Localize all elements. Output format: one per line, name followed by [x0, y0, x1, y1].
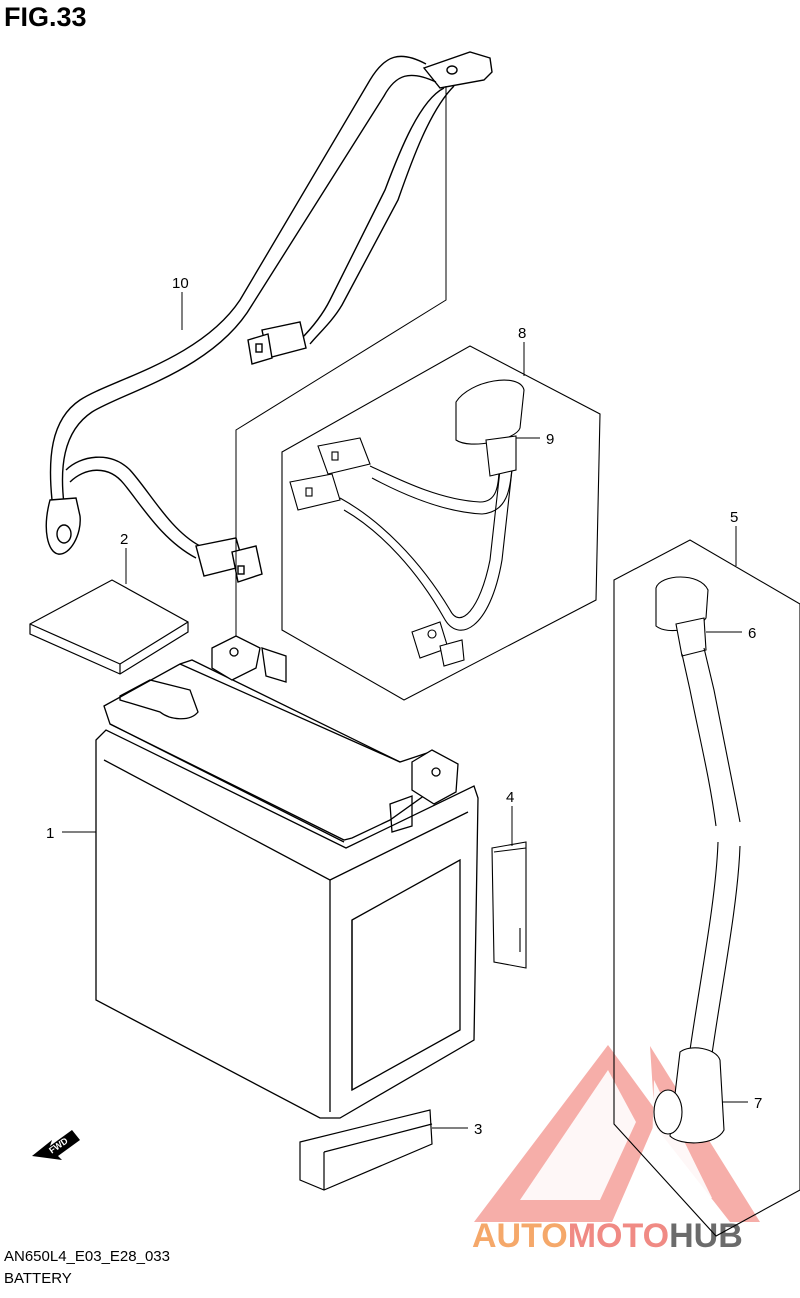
callout-3: 3	[474, 1121, 482, 1138]
battery-pad-3	[299, 1109, 433, 1191]
callout-1: 1	[46, 825, 54, 842]
battery-cable-10	[45, 51, 493, 583]
model-code: AN650L4_E03_E28_033	[4, 1248, 170, 1265]
fwd-arrow-icon: FWD	[32, 1130, 80, 1160]
svg-text:AUTOMOTOHUB: AUTOMOTOHUB	[472, 1217, 743, 1255]
battery-1	[95, 635, 479, 1119]
section-name: BATTERY	[4, 1270, 72, 1287]
callout-4: 4	[506, 789, 514, 806]
callout-7: 7	[754, 1095, 762, 1112]
callout-2: 2	[120, 531, 128, 548]
label-4	[491, 841, 527, 969]
battery-pad-2	[29, 579, 189, 675]
callout-5: 5	[730, 509, 738, 526]
cable-kit-box-8	[281, 345, 601, 701]
callout-6: 6	[748, 625, 756, 642]
callout-8: 8	[518, 325, 526, 342]
lead-wire-box-5	[613, 539, 800, 1237]
callout-9: 9	[546, 431, 554, 448]
watermark-hub: HUB	[669, 1217, 743, 1255]
figure-title: FIG.33	[4, 2, 87, 32]
watermark-moto: MOTO	[568, 1217, 669, 1255]
watermark-auto: AUTO	[472, 1217, 568, 1255]
callout-10: 10	[172, 275, 189, 292]
